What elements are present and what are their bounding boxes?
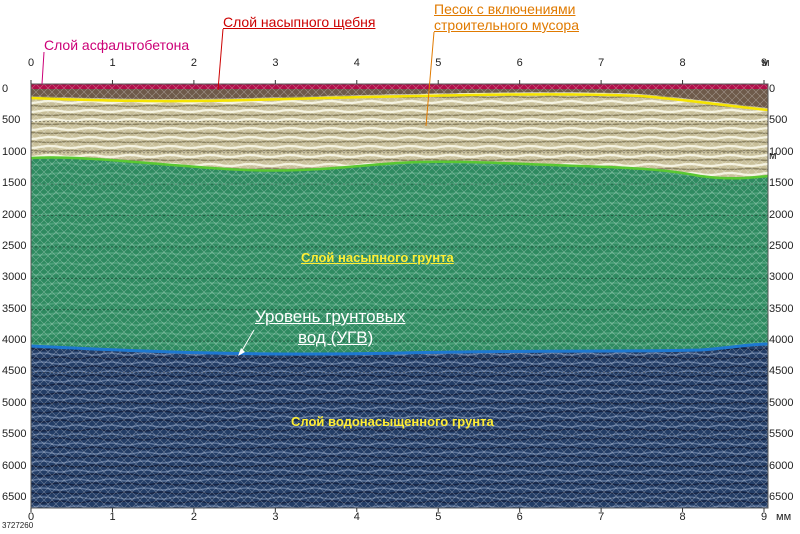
x-axis-ticks-top: [30, 80, 765, 84]
x-tick-label: 4: [353, 511, 360, 523]
groundwater-level-line: [30, 342, 769, 356]
depth-tick-label: 1000: [2, 145, 27, 158]
sand-label-line2: строительного мусора: [434, 17, 579, 33]
depth-tick-label: 5500: [769, 428, 794, 441]
depth-tick-label: 4500: [2, 365, 27, 378]
x-tick-label: 5: [435, 511, 442, 523]
fill-soil-label: Слой насыпного грунта: [301, 250, 454, 265]
depth-tick-label: 3000: [769, 271, 794, 284]
x-tick-label: 5: [435, 57, 442, 69]
x-tick-label: 1: [109, 57, 116, 69]
depth-tick-label: 5000: [2, 396, 27, 409]
sand-top-boundary: [30, 93, 769, 112]
x-tick-label: 7: [598, 511, 605, 523]
x-tick-label: 8: [679, 57, 686, 69]
x-tick-label: 1: [109, 511, 116, 523]
depth-tick-label: 4000: [2, 334, 27, 347]
depth-tick-label: 6000: [769, 459, 794, 472]
depth-tick-label: 2500: [769, 239, 794, 252]
sand-leader-line: [425, 31, 435, 127]
depth-tick-label: 1500: [2, 177, 27, 190]
x-tick-label: 3: [272, 511, 279, 523]
depth-tick-label: 0: [2, 83, 9, 95]
gwl-label-line2: вод (УГВ): [298, 328, 374, 347]
depth-tick-label: 2500: [2, 239, 27, 252]
x-tick-label: 2: [190, 511, 197, 523]
x-unit-bottom: мм: [776, 511, 792, 523]
depth-tick-label: 4000: [769, 334, 794, 347]
x-tick-label: 8: [679, 511, 686, 523]
depth-tick-label: 5000: [769, 396, 794, 409]
depth-tick-label: 5500: [2, 428, 27, 441]
gwl-label-line1: Уровень грунтовых: [255, 307, 406, 326]
x-tick-label: 7: [598, 57, 605, 69]
sand-label-line1: Песок с включениями: [434, 1, 576, 17]
x-tick-label: 3: [272, 57, 279, 69]
x-tick-label: 0: [28, 511, 35, 523]
fill-soil-top-boundary: [30, 156, 769, 180]
x-tick-label: 0: [28, 57, 35, 69]
saturated-soil-label: Слой водонасыщенного грунта: [291, 414, 494, 429]
depth-tick-label: 3500: [2, 302, 27, 315]
x-axis-ticks-bottom: [30, 508, 765, 512]
x-tick-label: 6: [516, 511, 523, 523]
depth-tick-label: 6000: [2, 459, 27, 472]
depth-tick-label: 1000: [769, 145, 794, 158]
crushed-stone-label: Слой насыпного щебня: [223, 14, 376, 30]
depth-tick-label: 6500: [2, 491, 27, 503]
depth-tick-label: 3000: [2, 271, 27, 284]
depth-tick-label: 2000: [769, 208, 794, 221]
depth-tick-label: 4500: [769, 365, 794, 378]
x-tick-label: 6: [516, 57, 523, 69]
file-id-label: 3727260: [2, 521, 34, 530]
depth-tick-label: 0: [769, 83, 776, 95]
x-tick-label: 9: [761, 511, 768, 523]
depth-tick-label: 500: [769, 114, 788, 127]
depth-tick-label: 500: [2, 114, 21, 127]
gwl-leader-arrowhead: [238, 348, 245, 356]
depth-tick-label: 2000: [2, 208, 27, 221]
grid-crosshatch-overlay: [31, 84, 768, 508]
asphalt-leader-line: [41, 51, 45, 85]
depth-gridlines: [31, 120, 768, 499]
plot-border: [30, 83, 769, 509]
x-unit-top: м: [762, 57, 770, 69]
depth-tick-label: 6500: [769, 491, 794, 503]
x-tick-label: 2: [190, 57, 197, 69]
depth-tick-label: 1500: [769, 177, 794, 190]
y-unit-right: м: [769, 150, 777, 162]
crushed-stone-leader-line: [217, 28, 224, 91]
x-tick-label: 4: [353, 57, 360, 69]
x-tick-label: 9: [761, 57, 768, 69]
depth-tick-label: 3500: [769, 302, 794, 315]
asphalt-label: Слой асфальтобетона: [44, 37, 190, 53]
